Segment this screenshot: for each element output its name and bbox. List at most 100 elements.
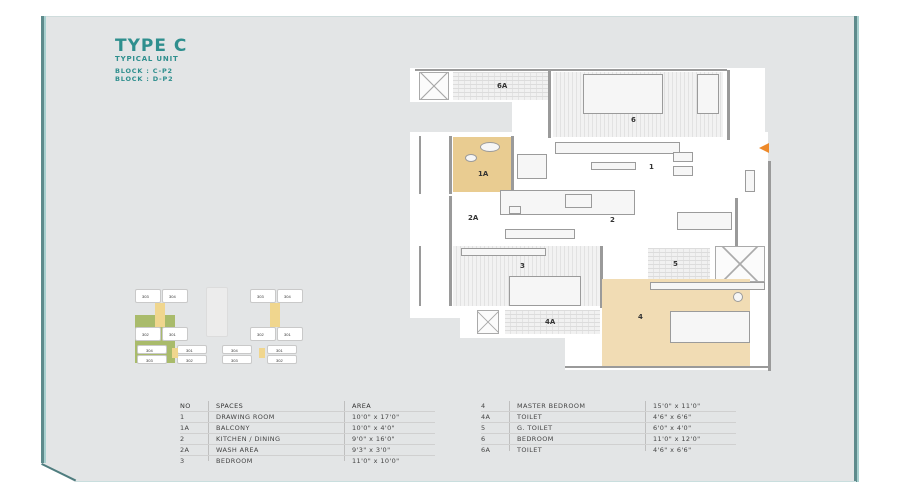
bed-icon [583, 74, 663, 114]
cell-space: BEDROOM [216, 457, 253, 465]
cell-no: 5 [481, 424, 486, 432]
core [259, 348, 265, 358]
cell-space: BEDROOM [517, 435, 554, 443]
column-divider [645, 401, 646, 451]
key-unit: 304 [137, 345, 167, 354]
wall [768, 161, 771, 371]
amenity-area [206, 287, 228, 337]
cell-space: KITCHEN / DINING [216, 435, 281, 443]
tv-unit-icon [745, 170, 755, 192]
key-unit: 301 [177, 345, 207, 354]
cell-area: 6'0" x 4'0" [653, 424, 692, 432]
cell-space: DRAWING ROOM [216, 413, 275, 421]
table-row: 3 BEDROOM 11'0" x 10'0" [180, 456, 435, 466]
card-top-edge [44, 16, 854, 17]
header-area: AREA [352, 402, 372, 410]
cell-no: 4 [481, 402, 486, 410]
card-left-border [41, 16, 44, 463]
cell-area: 11'0" x 12'0" [653, 435, 701, 443]
key-plan: 303 304 302 301 303 304 302 301 304 301 … [122, 285, 312, 365]
sofa-icon [555, 142, 680, 154]
cell-area: 10'0" x 17'0" [352, 413, 400, 421]
cell-area: 9'0" x 16'0" [352, 435, 396, 443]
card-right-border [854, 16, 857, 482]
cell-no: 1 [180, 413, 185, 421]
unit-number: 303 [257, 294, 264, 299]
unit-number: 302 [276, 358, 283, 363]
table-row: 4A TOILET 4'6" x 6'6" [481, 412, 736, 423]
card-left-border-highlight [44, 16, 46, 463]
wall [415, 69, 727, 71]
column-divider [509, 401, 510, 451]
entry-arrow-icon [759, 143, 769, 153]
area-table-right: 4 MASTER BEDROOM 15'0" x 11'0" 4A TOILET… [481, 401, 736, 455]
unit-number: 302 [257, 332, 264, 337]
duct-shaft [419, 72, 449, 100]
wall [449, 196, 452, 306]
table-row: 1 DRAWING ROOM 10'0" x 17'0" [180, 412, 435, 423]
cell-no: 1A [180, 424, 190, 432]
room-label-2: 2 [610, 216, 615, 224]
core [270, 303, 280, 327]
key-unit: 303 [250, 289, 276, 303]
room-label-3: 3 [520, 262, 525, 270]
unit-title-block: TYPE C TYPICAL UNIT BLOCK : C-P2 BLOCK :… [115, 38, 187, 84]
cell-space: WASH AREA [216, 446, 259, 454]
cell-area: 4'6" x 6'6" [653, 413, 692, 421]
wardrobe-icon [697, 74, 719, 114]
core [172, 348, 178, 358]
key-unit: 301 [277, 327, 303, 341]
unit-number: 303 [142, 294, 149, 299]
key-unit: 302 [135, 327, 161, 341]
card-bottom-edge [76, 481, 856, 482]
room-label-1: 1 [649, 163, 654, 171]
wall [449, 136, 452, 194]
column-divider [344, 401, 345, 461]
key-unit: 303 [222, 355, 252, 364]
cell-no: 2A [180, 446, 190, 454]
room-4a-toilet [505, 310, 600, 334]
unit-number: 301 [276, 348, 283, 353]
key-unit: 303 [135, 289, 161, 303]
area-table-left: NO SPACES AREA 1 DRAWING ROOM 10'0" x 17… [180, 401, 435, 466]
wardrobe-icon [461, 248, 546, 256]
wardrobe-icon [650, 282, 765, 290]
key-unit: 301 [162, 327, 188, 341]
table-row: 6 BEDROOM 11'0" x 12'0" [481, 434, 736, 445]
cell-space: TOILET [517, 413, 543, 421]
key-unit: 302 [267, 355, 297, 364]
unit-number: 302 [142, 332, 149, 337]
counter-icon [505, 229, 575, 239]
chair-icon [673, 166, 693, 176]
unit-number: 301 [186, 348, 193, 353]
cell-no: 6A [481, 446, 491, 454]
table-icon [480, 142, 500, 152]
wall [565, 366, 770, 368]
cell-space: BALCONY [216, 424, 250, 432]
cell-no: 2 [180, 435, 185, 443]
unit-subtitle: TYPICAL UNIT [115, 55, 179, 63]
wall [419, 136, 421, 194]
core [155, 303, 165, 327]
floor-plan: 6A 6 1A 1 2A 2 3 4A 5 4 [405, 66, 775, 372]
table-row: 2A WASH AREA 9'3" x 3'0" [180, 445, 435, 456]
table-row: 5 G. TOILET 6'0" x 4'0" [481, 423, 736, 434]
coffee-table-icon [591, 162, 636, 170]
key-unit: 302 [250, 327, 276, 341]
stove-icon [565, 194, 592, 208]
unit-number: 304 [231, 348, 238, 353]
chair-icon [465, 154, 477, 162]
cell-area: 15'0" x 11'0" [653, 402, 701, 410]
header-no: NO [180, 402, 191, 410]
cell-space: TOILET [517, 446, 543, 454]
wall [548, 70, 551, 138]
duct-shaft [715, 246, 765, 282]
unit-number: 301 [169, 332, 176, 337]
unit-number: 304 [284, 294, 291, 299]
cell-no: 3 [180, 457, 185, 465]
room-label-6: 6 [631, 116, 636, 124]
room-label-6a: 6A [497, 82, 508, 90]
unit-number: 302 [186, 358, 193, 363]
table-header: NO SPACES AREA [180, 401, 435, 412]
key-unit: 302 [177, 355, 207, 364]
